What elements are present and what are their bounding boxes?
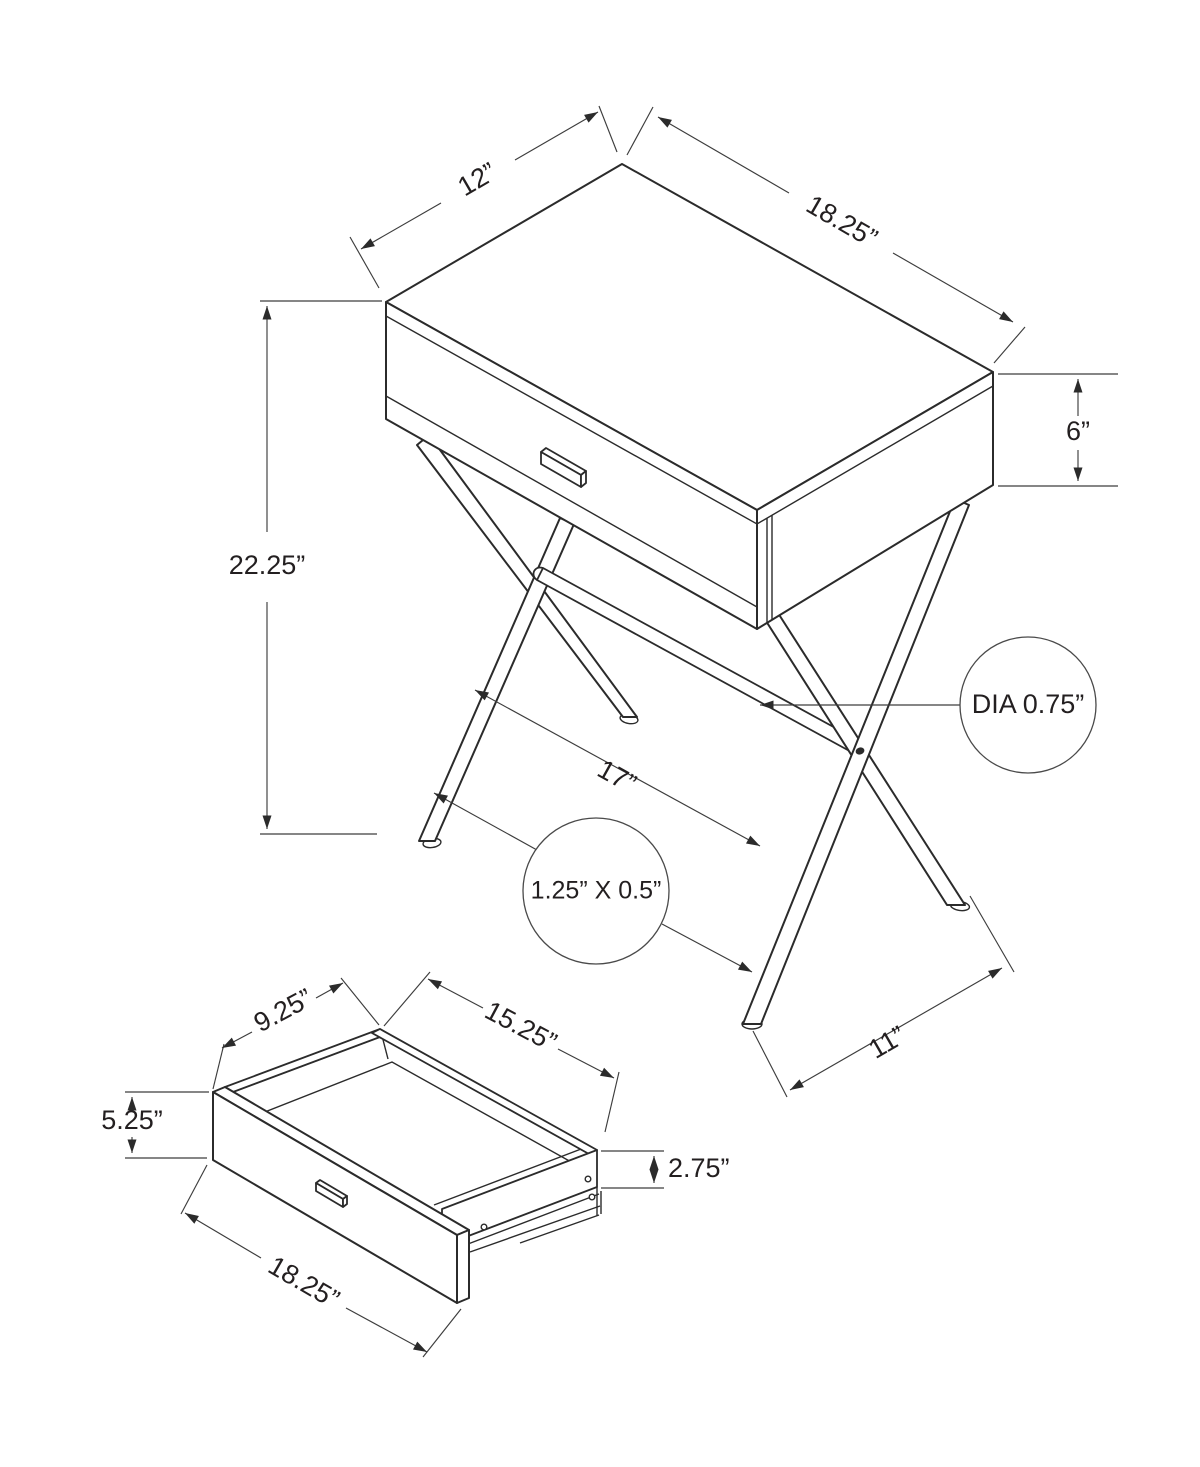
pivot-bolt (855, 747, 865, 755)
callout-circle (959, 636, 1097, 774)
drawer-front-panel-end (456, 1229, 470, 1304)
dim-label-cabinet-height: 6” (1066, 416, 1090, 446)
drawer-back-wall-top (371, 1028, 598, 1155)
dim-label-drawer-inner-width: 15.25” (480, 995, 562, 1057)
dimension-cabinet-height: 6” (998, 373, 1118, 487)
dim-label-drawer-side-height: 2.75” (668, 1153, 730, 1183)
drawer-detail-handle (315, 1179, 348, 1208)
drawer-bottom-seam (385, 395, 758, 608)
leg-front-left (418, 517, 575, 842)
drawer-screw (588, 1193, 596, 1201)
drawer-detail-view (212, 1028, 602, 1304)
dimension-drawer-inner-depth: 9.25” (212, 977, 380, 1090)
cabinet-right-face (756, 371, 994, 630)
drawer-screw (584, 1175, 592, 1183)
callout-label-leg-tube-section: 1.25” X 0.5” (531, 877, 662, 905)
dim-label-drawer-inner-depth: 9.25” (249, 983, 317, 1038)
dim-label-top-width: 18.25” (801, 189, 882, 253)
dimension-drawer-side-height: 2.75” (601, 1150, 730, 1189)
callout-stretcher-diameter: DIA 0.75” (760, 636, 1097, 774)
dim-label-overall-height: 22.25” (229, 550, 306, 580)
table-cabinet (385, 163, 994, 755)
dim-label-drawer-front-height: 5.25” (101, 1105, 163, 1135)
drawer-screw (480, 1223, 488, 1231)
dim-label-top-depth: 12” (453, 157, 502, 202)
drawer-left-wall-top (224, 1028, 389, 1093)
dimension-drawer-front-height: 5.25” (101, 1091, 209, 1159)
drawer-handle (540, 447, 587, 488)
right-x-leg-frame (741, 498, 971, 1030)
dimension-overall-height: 22.25” (229, 300, 382, 835)
dim-label-leg-side-span: 11” (864, 1020, 911, 1064)
dim-label-leg-front-span: 17” (593, 754, 642, 799)
callout-leg-tube-section: 1.25” X 0.5” (433, 792, 753, 973)
tabletop-thickness-edge (385, 315, 994, 525)
dim-label-drawer-outer-width: 18.25” (263, 1250, 344, 1314)
callout-circle (522, 817, 670, 965)
callout-label-stretcher-diameter: DIA 0.75” (972, 689, 1085, 719)
drawer-slide-rail (467, 1175, 602, 1253)
